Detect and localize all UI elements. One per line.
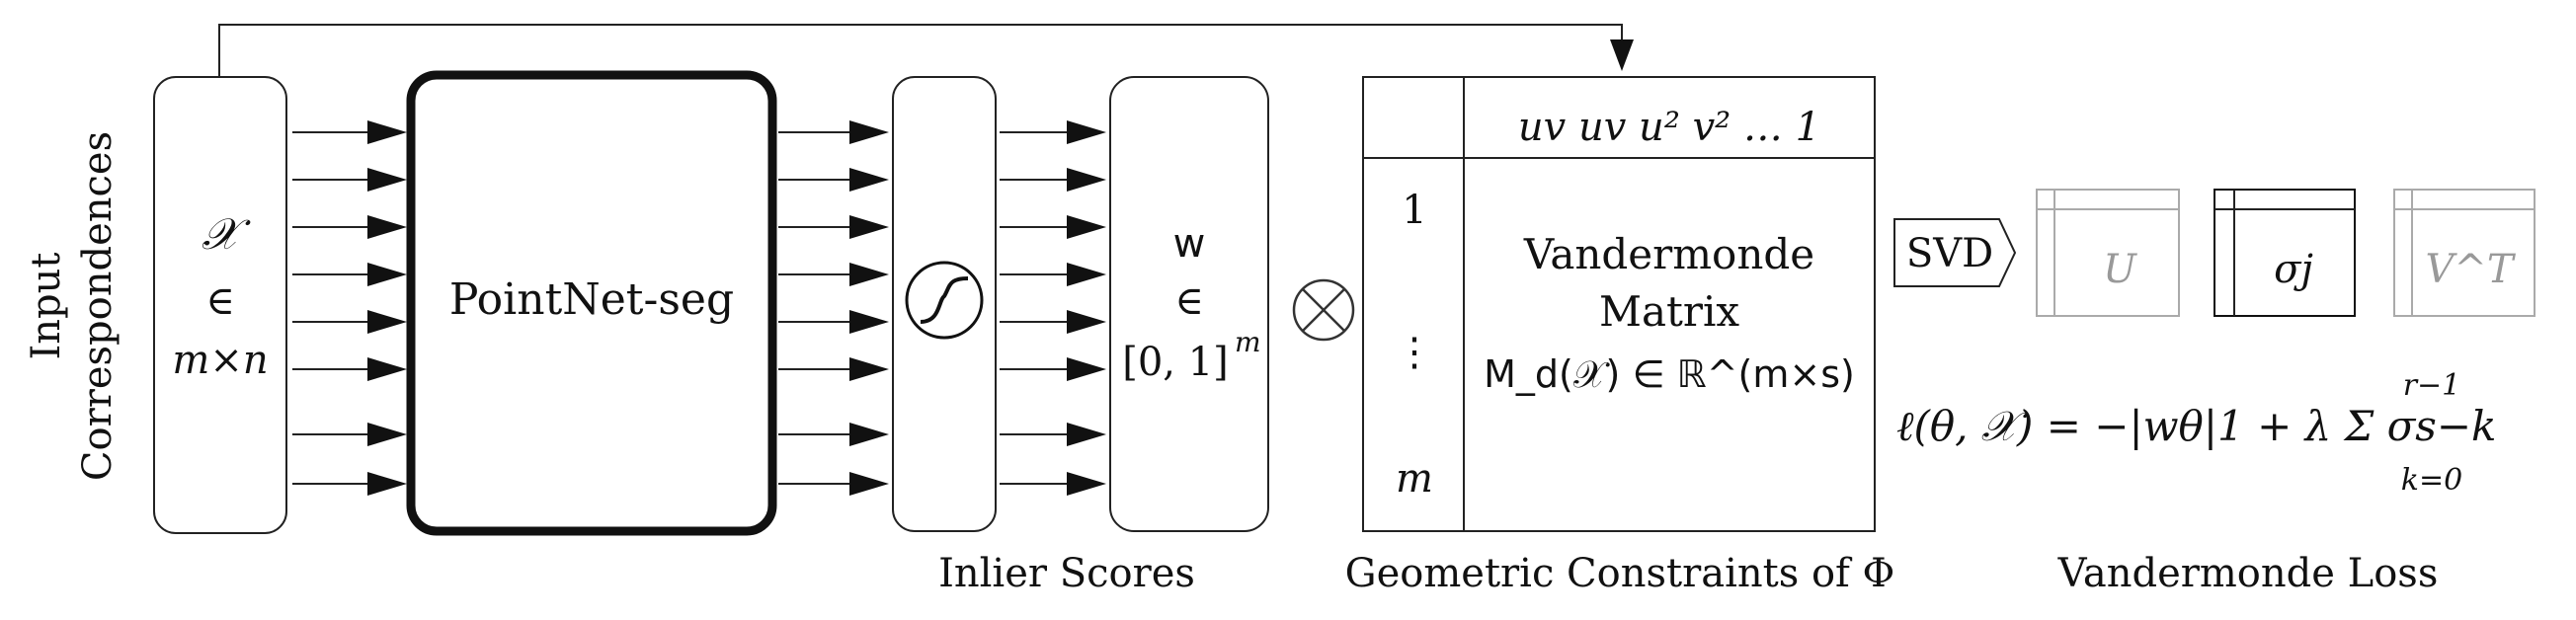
arrowhead bbox=[367, 263, 407, 286]
arrowhead bbox=[367, 423, 407, 446]
arrowhead bbox=[1067, 310, 1106, 334]
network-to-activation-arrows bbox=[778, 120, 889, 496]
inlier-scores-caption: Inlier Scores bbox=[938, 551, 1195, 596]
arrowhead bbox=[849, 168, 889, 192]
skip-connection-line bbox=[218, 24, 1623, 77]
arrowhead bbox=[1067, 472, 1106, 496]
vandermonde-title-line2: Matrix bbox=[1599, 287, 1739, 336]
u-matrix bbox=[2036, 189, 2180, 317]
arrowhead bbox=[367, 357, 407, 381]
sigmoid-icon bbox=[905, 261, 984, 340]
arrowhead bbox=[367, 472, 407, 496]
skip-connection-arrowhead bbox=[1610, 39, 1634, 71]
loss-formula: ℓ(θ, 𝒳) = −|wθ|1 + λ Σ σs−k bbox=[1896, 402, 2497, 450]
input-to-network-arrows bbox=[292, 120, 407, 496]
weights-range-exponent: m bbox=[1235, 326, 1261, 358]
arrowhead bbox=[849, 263, 889, 286]
input-element-of: ∈ bbox=[205, 278, 235, 324]
input-title: Input Correspondences bbox=[24, 131, 121, 481]
pointnet-label: PointNet-seg bbox=[449, 274, 734, 325]
vandermonde-row-label-first: 1 bbox=[1402, 188, 1426, 233]
vt-matrix-label: V^T bbox=[2425, 247, 2516, 292]
arrowhead bbox=[367, 310, 407, 334]
geometric-constraints-caption: Geometric Constraints of Φ bbox=[1345, 551, 1895, 596]
vandermonde-formula: M_d(𝒳) ∈ ℝ^(m×s) bbox=[1484, 352, 1855, 396]
arrowhead bbox=[367, 215, 407, 239]
input-dims: m×n bbox=[172, 338, 268, 383]
arrowhead bbox=[1067, 168, 1106, 192]
activation-box bbox=[892, 76, 997, 532]
vandermonde-title-line1: Vandermonde bbox=[1523, 230, 1814, 278]
weights-box bbox=[1109, 76, 1269, 532]
otimes-icon bbox=[1292, 278, 1355, 342]
vandermonde-row-label-ellipsis: ⋮ bbox=[1395, 330, 1434, 375]
u-matrix-label: U bbox=[2103, 247, 2137, 292]
arrowhead bbox=[849, 310, 889, 334]
input-box bbox=[153, 76, 287, 534]
vt-matrix bbox=[2393, 189, 2536, 317]
arrowhead bbox=[849, 423, 889, 446]
arrowhead bbox=[1067, 263, 1106, 286]
svd-label: SVD bbox=[1906, 231, 1993, 276]
arrowhead bbox=[1067, 423, 1106, 446]
vandermonde-header-terms: uv uv u² v² … 1 bbox=[1518, 105, 1820, 150]
sigma-matrix bbox=[2214, 189, 2356, 317]
weights-element-of: ∈ bbox=[1174, 278, 1204, 324]
loss-sum-upper-limit: r−1 bbox=[2403, 368, 2461, 403]
svd-tag bbox=[1893, 218, 2017, 287]
arrowhead bbox=[1067, 357, 1106, 381]
vandermonde-table bbox=[1362, 76, 1876, 532]
arrowhead bbox=[849, 472, 889, 496]
vandermonde-row-label-last: m bbox=[1396, 456, 1433, 502]
arrowhead bbox=[849, 120, 889, 144]
input-title-line1: Input bbox=[24, 252, 69, 359]
activation-to-weights-arrows bbox=[1000, 120, 1106, 496]
arrowhead bbox=[367, 120, 407, 144]
arrowhead bbox=[367, 168, 407, 192]
vandermonde-loss-caption: Vandermonde Loss bbox=[2057, 551, 2439, 596]
loss-sum-lower-limit: k=0 bbox=[2401, 463, 2462, 498]
weights-symbol: w bbox=[1173, 221, 1206, 267]
arrowhead bbox=[1067, 120, 1106, 144]
weights-range: [0, 1] bbox=[1122, 340, 1229, 385]
input-title-line2: Correspondences bbox=[75, 131, 121, 481]
sigma-matrix-label: σj bbox=[2274, 247, 2313, 292]
arrowhead bbox=[1067, 215, 1106, 239]
arrowhead bbox=[849, 357, 889, 381]
arrowhead bbox=[849, 215, 889, 239]
pointnet-box bbox=[406, 70, 777, 536]
